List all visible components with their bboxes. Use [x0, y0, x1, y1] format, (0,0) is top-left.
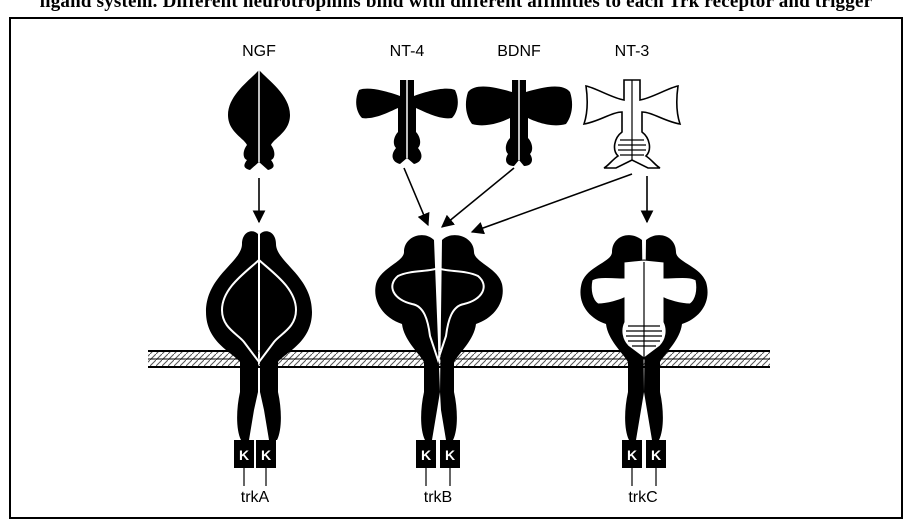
ngf-label: NGF: [242, 43, 276, 60]
trka-label: trkA: [241, 489, 270, 506]
nt3-ligand: NT-3: [584, 43, 680, 168]
nt3-label: NT-3: [615, 43, 650, 60]
trka-kinase-1: K: [239, 447, 249, 463]
bdnf-ligand: BDNF: [466, 43, 572, 166]
arrow-bdnf-trkb: [442, 168, 514, 227]
trkb-kinase-1: K: [421, 447, 431, 463]
trkc-label: trkC: [628, 489, 657, 506]
nt4-ligand: NT-4: [356, 43, 458, 164]
trkc-receptor: K K trkC: [580, 235, 707, 506]
trkc-kinase-1: K: [627, 447, 637, 463]
trkb-label: trkB: [424, 489, 452, 506]
arrow-nt4-trkb: [404, 168, 428, 225]
binding-arrows: [259, 168, 647, 232]
nt4-label: NT-4: [390, 43, 425, 60]
trka-receptor: K K trkA: [206, 231, 312, 506]
ngf-ligand: NGF: [228, 43, 290, 170]
trkb-kinase-2: K: [445, 447, 455, 463]
bdnf-label: BDNF: [497, 43, 541, 60]
trkb-receptor: K K trkB: [375, 235, 503, 506]
trkc-kinase-2: K: [651, 447, 661, 463]
trka-kinase-2: K: [261, 447, 271, 463]
